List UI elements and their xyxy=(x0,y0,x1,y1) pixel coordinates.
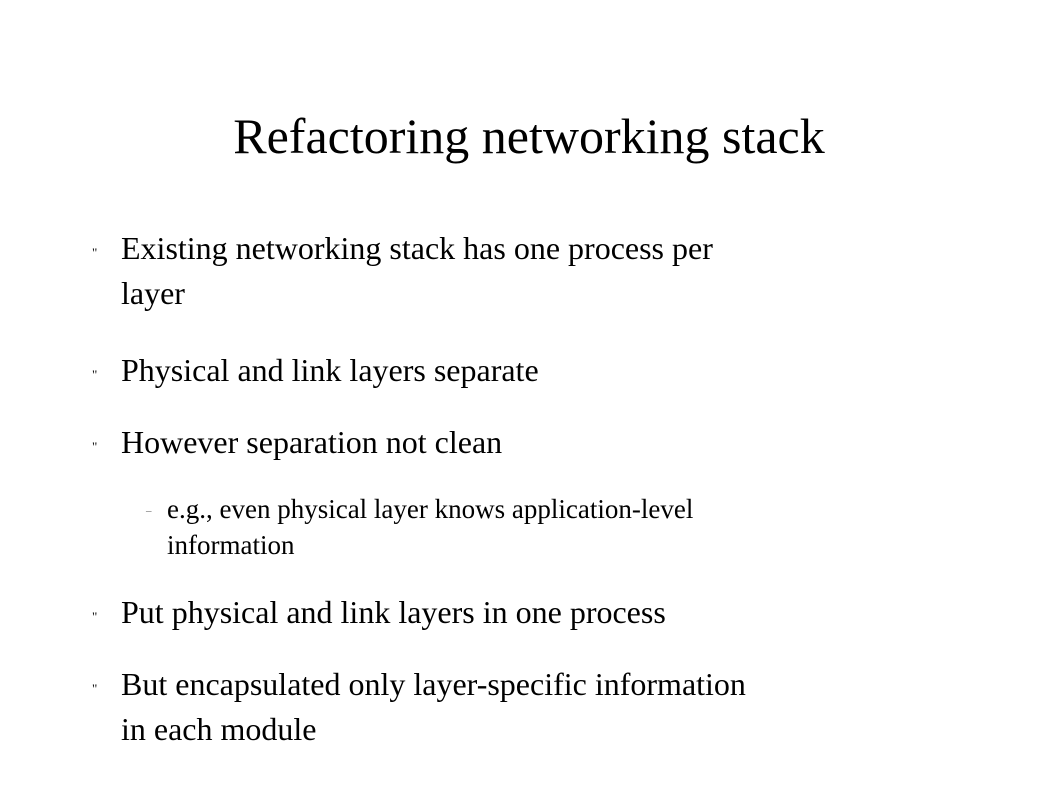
sub-bullet-text: e.g., even physical layer knows applicat… xyxy=(167,494,694,560)
bullet-text: Put physical and link layers in one proc… xyxy=(121,594,666,630)
bullet-marker: " xyxy=(92,245,98,260)
bullet-text: Existing networking stack has one proces… xyxy=(121,230,713,311)
sub-bullet-marker: – xyxy=(146,505,152,517)
bullet-marker: " xyxy=(92,609,98,624)
bullet-text: Physical and link layers separate xyxy=(121,352,539,388)
slide-title: Refactoring networking stack xyxy=(233,108,825,164)
bullet-marker: " xyxy=(92,439,98,454)
bullet-text: However separation not clean xyxy=(121,424,503,460)
bullet-text: But encapsulated only layer-specific inf… xyxy=(121,666,746,747)
bullet-marker: " xyxy=(92,681,98,696)
bullet-marker: " xyxy=(92,367,98,382)
